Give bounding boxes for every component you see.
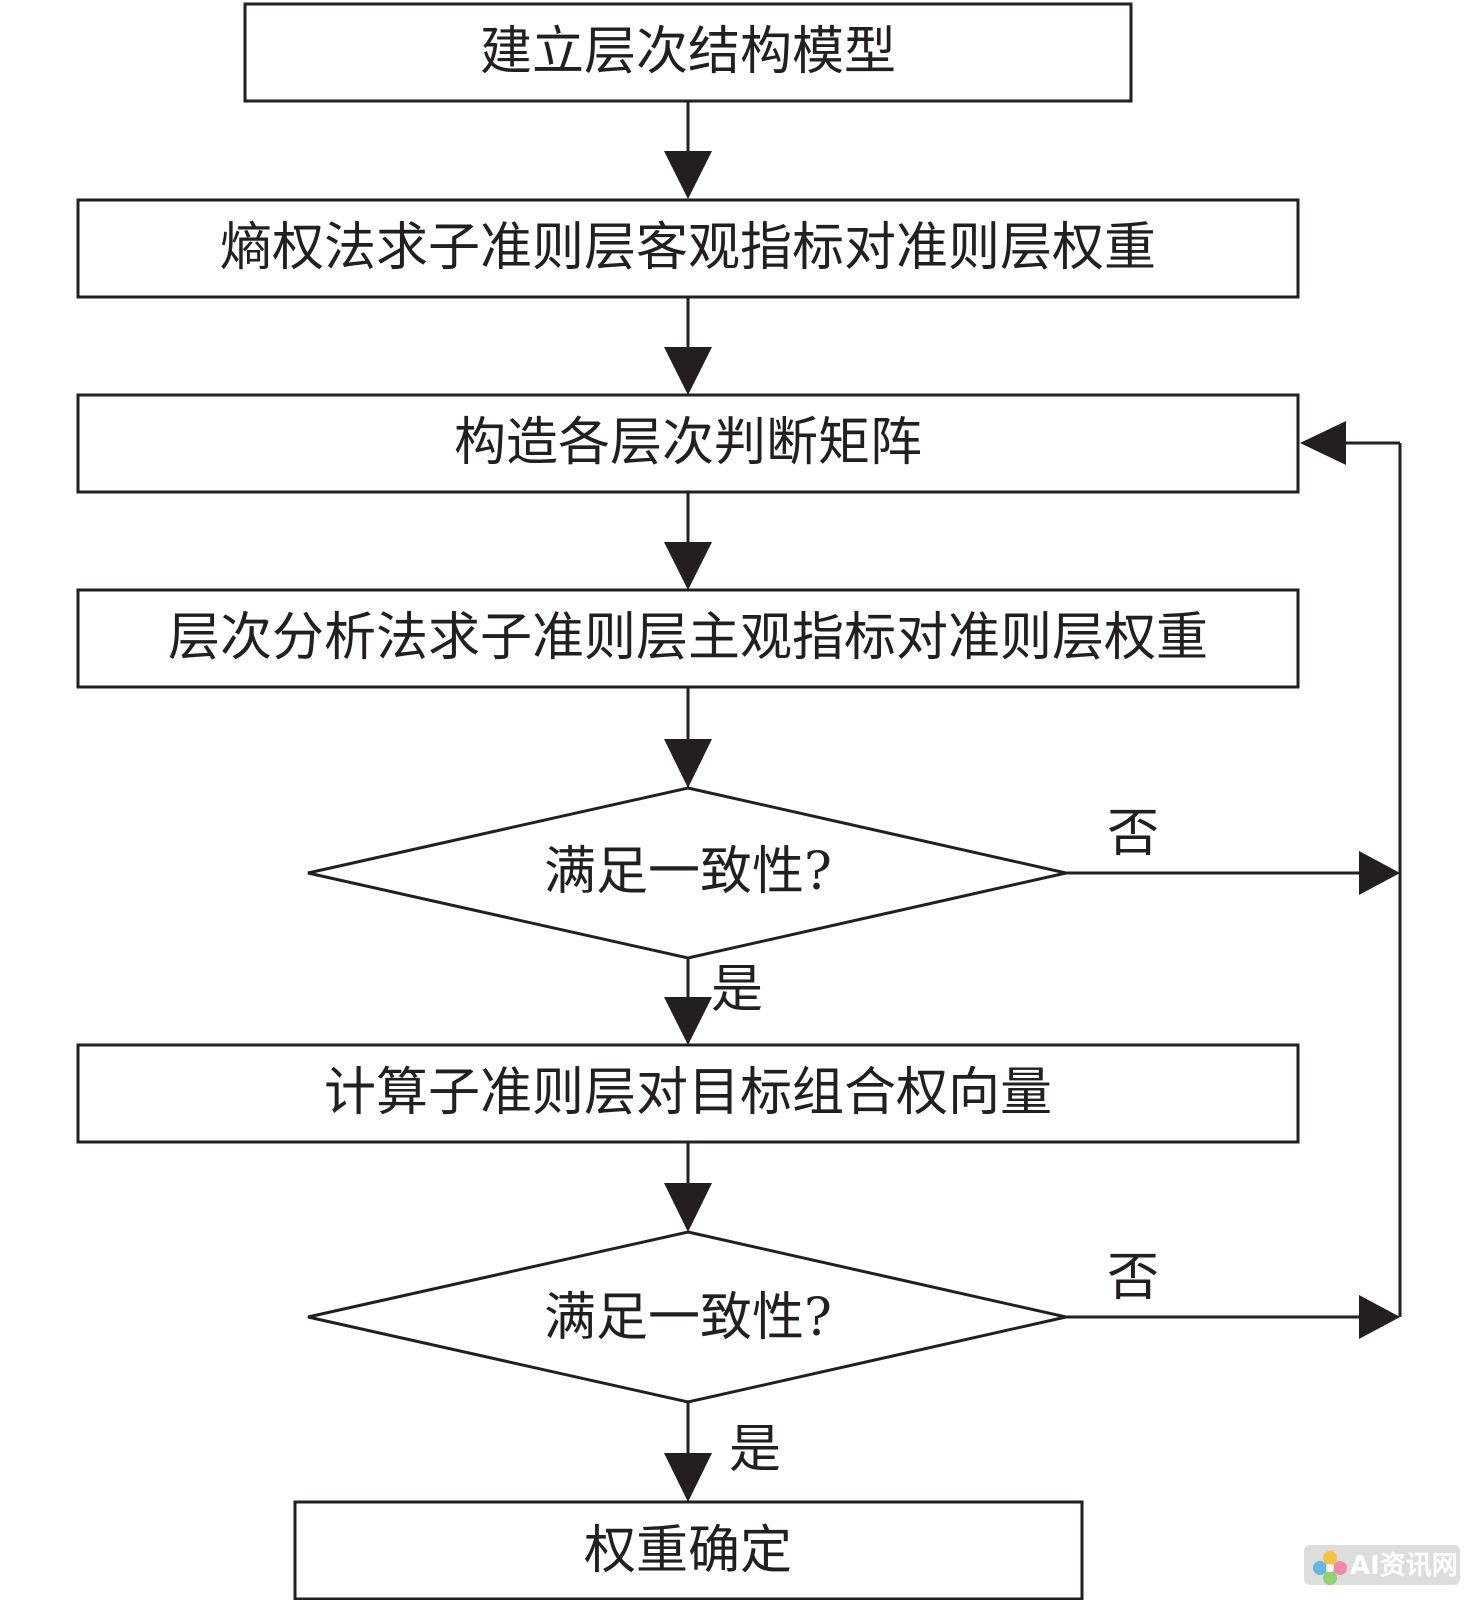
arrow-ahp-to-decision-1: [664, 687, 712, 788]
step-weight-final-label: 权重确定: [584, 1521, 792, 1581]
step-judgment-matrix: 构造各层次判断矩阵: [76, 393, 1300, 494]
step-ahp-weight-label: 层次分析法求子准则层主观指标对准则层权重: [168, 608, 1208, 668]
label-no-2: 否: [1107, 1248, 1159, 1308]
step-weight-final: 权重确定: [293, 1500, 1084, 1600]
watermark: AI资讯网: [1304, 1545, 1460, 1585]
arrow-entropy-to-matrix: [664, 297, 712, 395]
decision-consistency-1-label: 满足一致性?: [544, 842, 832, 902]
step-entropy-weight: 熵权法求子准则层客观指标对准则层权重: [76, 198, 1300, 299]
watermark-text: AI资讯网: [1350, 1551, 1458, 1581]
arrow-build-to-entropy: [664, 101, 712, 199]
arrow-decision-1-yes: [664, 958, 712, 1045]
decision-consistency-1: 满足一致性?: [307, 786, 1067, 960]
step-build-model: 建立层次结构模型: [243, 2, 1133, 103]
feedback-loop-line: [1300, 421, 1402, 1317]
step-ahp-weight: 层次分析法求子准则层主观指标对准则层权重: [76, 588, 1300, 689]
step-judgment-matrix-label: 构造各层次判断矩阵: [454, 413, 922, 473]
label-yes-2: 是: [729, 1420, 781, 1480]
decision-consistency-2-label: 满足一致性?: [544, 1288, 832, 1348]
decision-consistency-2: 满足一致性?: [307, 1230, 1067, 1404]
arrow-decision-1-no: [1066, 851, 1400, 895]
label-no-1: 否: [1107, 804, 1159, 864]
arrow-vector-to-decision-2: [664, 1142, 712, 1232]
flower-logo-icon: [1313, 1551, 1347, 1585]
arrow-decision-2-yes: [664, 1402, 712, 1502]
step-combined-vector-label: 计算子准则层对目标组合权向量: [324, 1063, 1052, 1123]
step-build-model-label: 建立层次结构模型: [480, 22, 896, 82]
label-yes-1: 是: [711, 960, 763, 1020]
arrow-matrix-to-ahp: [664, 492, 712, 590]
step-entropy-weight-label: 熵权法求子准则层客观指标对准则层权重: [220, 218, 1156, 278]
step-combined-vector: 计算子准则层对目标组合权向量: [76, 1043, 1300, 1144]
arrow-decision-2-no: [1066, 1295, 1400, 1339]
